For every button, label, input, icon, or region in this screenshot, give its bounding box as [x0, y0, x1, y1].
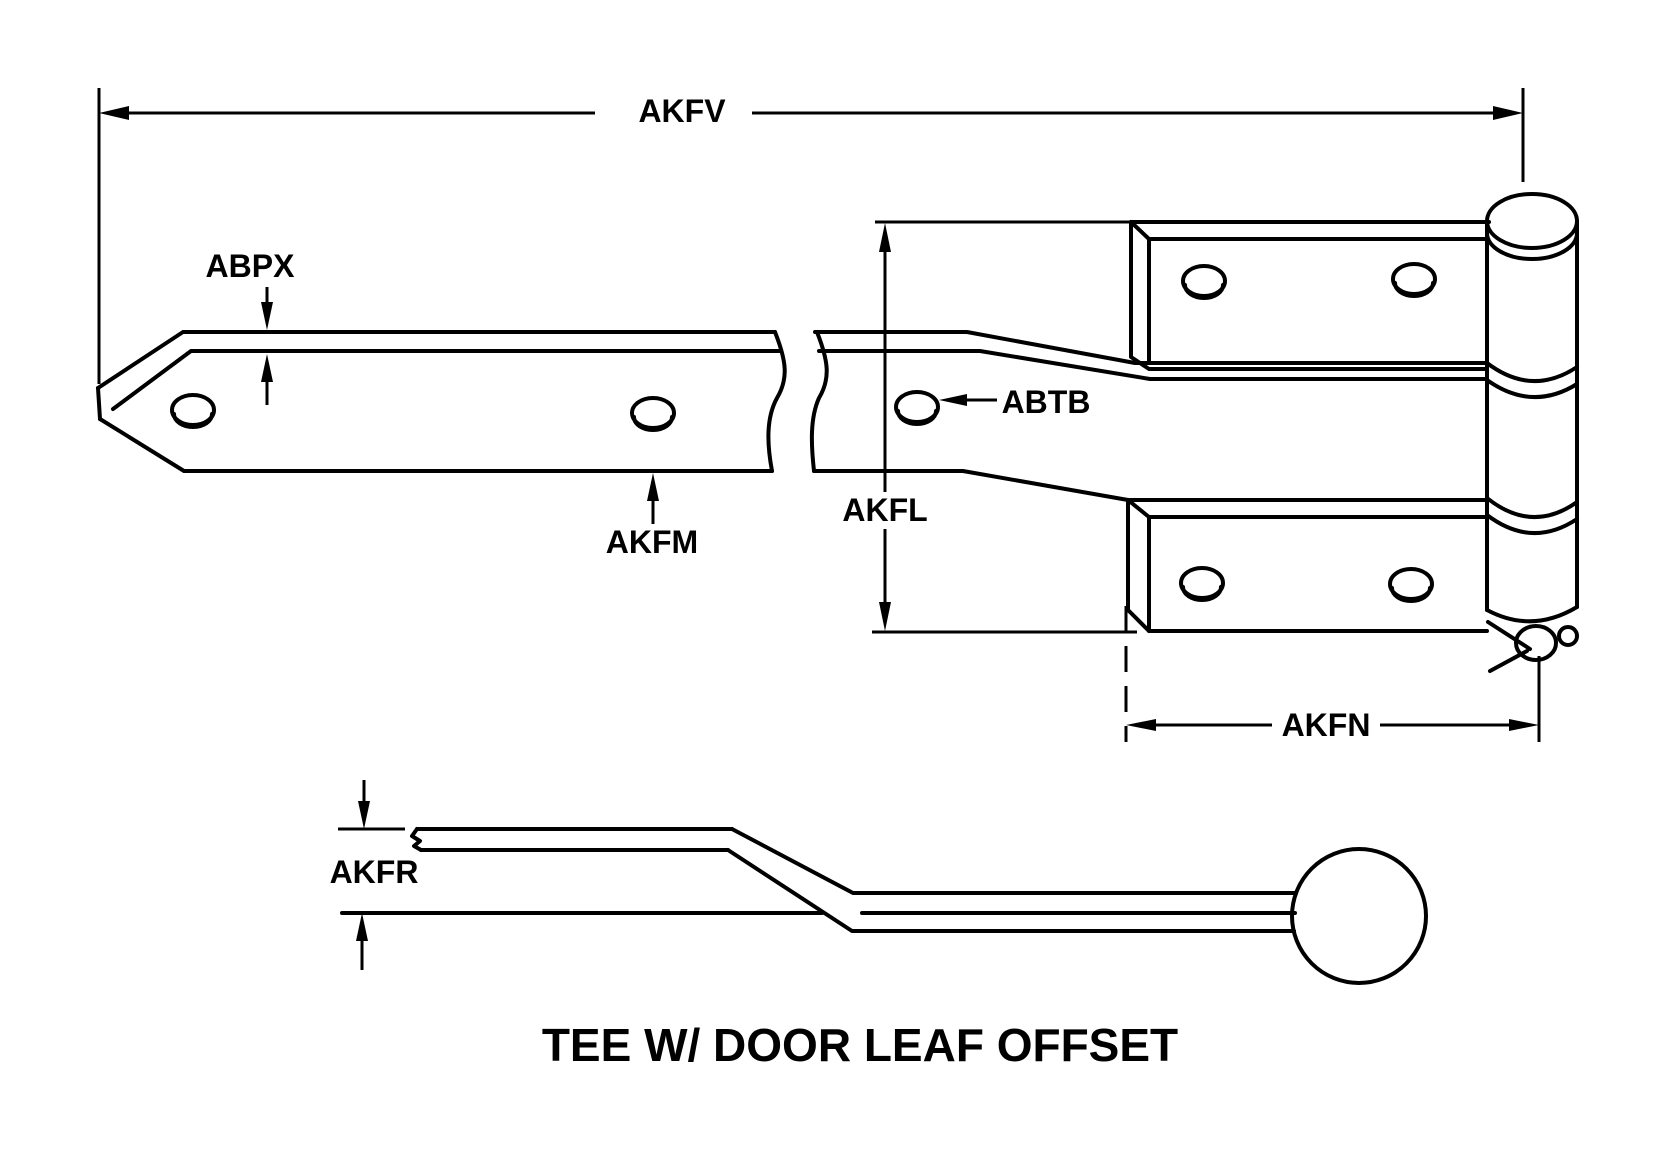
plate-top-front: [1126, 498, 1489, 519]
arrowhead-up-icon: [647, 473, 659, 501]
label-akfn: AKFN: [1282, 707, 1371, 743]
rivet: [1391, 262, 1437, 298]
break-lines: [766, 330, 829, 473]
label-abpx: ABPX: [206, 248, 296, 284]
dim-akfm: AKFM: [606, 473, 698, 560]
leader-abtb: ABTB: [939, 384, 1090, 420]
arrowhead-right-icon: [1493, 106, 1523, 120]
plate-left-outer: [1126, 498, 1151, 633]
label-akfl: AKFL: [842, 492, 927, 528]
strap-bottom-edge: [98, 417, 774, 473]
break-line-right: [809, 330, 829, 473]
arrowhead-down-icon: [358, 801, 370, 829]
hinge-barrel: [1485, 192, 1579, 673]
profile-view: [340, 827, 1428, 985]
arrowhead-left-icon: [99, 106, 129, 120]
dim-abpx: ABPX: [206, 248, 296, 405]
arrowhead-down-icon: [261, 302, 273, 330]
strap-left: [96, 330, 781, 473]
plate-top-front: [1129, 220, 1489, 241]
strap-tip-facet: [96, 386, 102, 421]
label-abtb: ABTB: [1002, 384, 1091, 420]
rivet: [1388, 567, 1434, 603]
arrowhead-up-icon: [261, 354, 273, 382]
plate-front-face: [1147, 237, 1489, 365]
profile-offset-top: [730, 827, 1298, 895]
dim-akfn: AKFN: [1124, 606, 1541, 743]
barrel-top-rim: [1485, 231, 1579, 261]
arrowhead-left-icon: [939, 394, 967, 406]
arrowhead-up-icon: [879, 223, 891, 252]
rivet: [894, 390, 940, 426]
plate-left-outer: [1129, 220, 1489, 371]
knuckle-joint-line: [1485, 496, 1579, 520]
rivet: [170, 393, 216, 429]
dim-akfr: AKFR: [330, 780, 419, 970]
dim-akfl: AKFL: [842, 220, 1137, 634]
knuckle-joint-line: [1485, 513, 1579, 536]
profile-break-end: [410, 827, 423, 852]
arrowhead-up-icon: [356, 913, 368, 941]
barrel-top-ellipse: [1485, 192, 1579, 250]
strap-top-edge: [96, 330, 777, 390]
strap-top-bevel-right: [817, 349, 1489, 381]
upper-leaf-plate: [1129, 220, 1491, 371]
label-akfm: AKFM: [606, 524, 698, 560]
cotter-pin: [1486, 620, 1579, 673]
dim-akfv: AKFV: [97, 88, 1525, 384]
strap-bottom-taper: [812, 469, 1130, 502]
profile-offset-bottom: [726, 848, 1296, 933]
arrowhead-right-icon: [1509, 719, 1539, 731]
arrowhead-left-icon: [1126, 719, 1156, 731]
rivet: [1181, 264, 1227, 300]
profile-barrel-circle: [1290, 847, 1428, 985]
label-akfr: AKFR: [330, 854, 419, 890]
plate-front-face: [1147, 515, 1489, 633]
arrowhead-down-icon: [879, 602, 891, 631]
break-line-left: [766, 330, 787, 473]
knuckle-joint-line: [1485, 378, 1579, 400]
drawing-title: TEE W/ DOOR LEAF OFFSET: [542, 1019, 1178, 1071]
label-akfv: AKFV: [638, 93, 726, 129]
knuckle-joint-line: [1485, 361, 1579, 384]
rivet: [1179, 566, 1225, 602]
strap-top-bevel: [111, 349, 781, 411]
barrel-bottom-edge: [1485, 605, 1579, 624]
lower-leaf-plate: [1126, 498, 1489, 633]
rivet: [630, 396, 676, 432]
